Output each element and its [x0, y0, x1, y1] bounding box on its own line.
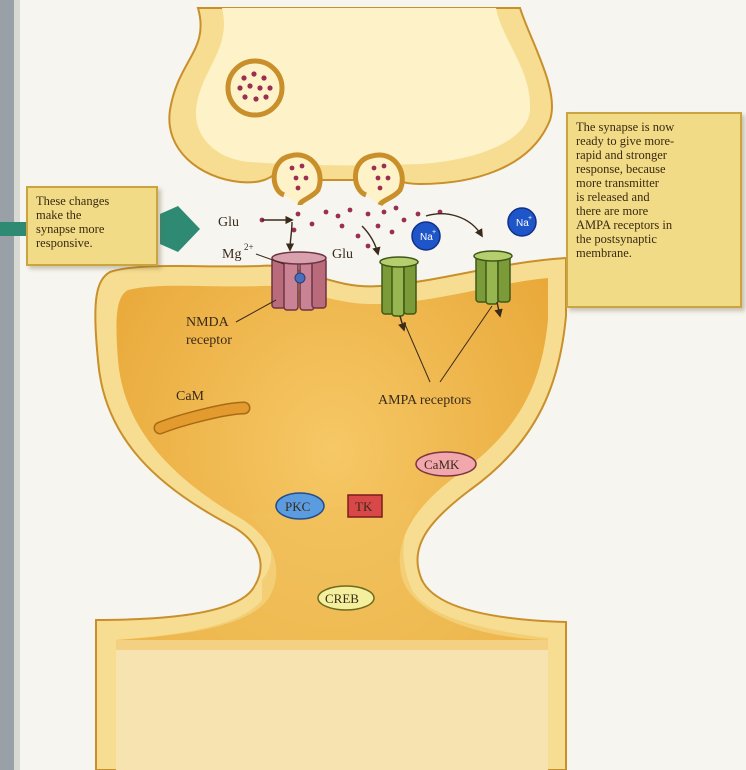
ampa-receptor-left: [380, 257, 418, 316]
mg-label: Mg: [222, 247, 241, 262]
left-note-box: These changes make the synapse more resp…: [26, 186, 158, 266]
tk-badge: TK: [348, 495, 382, 517]
svg-text:+: +: [432, 229, 436, 236]
glu-label-left: Glu: [218, 215, 239, 230]
svg-text:CaMK: CaMK: [424, 457, 460, 472]
svg-text:+: +: [528, 215, 532, 222]
svg-text:PKC: PKC: [285, 499, 310, 514]
sodium-ion-2: Na +: [508, 208, 536, 236]
ampa-label: AMPA receptors: [378, 393, 471, 408]
left-note-line: responsive.: [36, 236, 148, 250]
nmda-label-line2: receptor: [186, 333, 232, 348]
page-edge: [0, 0, 14, 770]
ampa-receptor-right: [474, 251, 512, 304]
right-note-line: response, because: [576, 162, 732, 176]
right-note-line: more transmitter: [576, 176, 732, 190]
left-note-line: make the: [36, 208, 148, 222]
synaptic-vesicle: [228, 61, 282, 115]
camk-badge: CaMK: [416, 452, 476, 476]
right-note-line: there are more: [576, 204, 732, 218]
right-note-line: ready to give more-: [576, 134, 732, 148]
left-note-line: These changes: [36, 194, 148, 208]
mg-charge-label: 2+: [244, 242, 254, 252]
right-note-line: membrane.: [576, 246, 732, 260]
svg-text:CREB: CREB: [325, 591, 359, 606]
creb-badge: CREB: [318, 586, 374, 610]
svg-text:TK: TK: [355, 499, 373, 514]
presynaptic-terminal: [169, 8, 552, 205]
glu-label-center: Glu: [332, 247, 353, 262]
sodium-ion-1: Na +: [412, 222, 440, 250]
right-note-line: rapid and stronger: [576, 148, 732, 162]
nmda-label-line1: NMDA: [186, 315, 230, 330]
left-note-line: synapse more: [36, 222, 148, 236]
right-note-box: The synapse is now ready to give more- r…: [566, 112, 742, 308]
right-note-line: The synapse is now: [576, 120, 732, 134]
right-note-line: AMPA receptors in: [576, 218, 732, 232]
right-note-line: is released and: [576, 190, 732, 204]
cam-label: CaM: [176, 389, 205, 404]
right-note-line: the postsynaptic: [576, 232, 732, 246]
pkc-badge: PKC: [276, 493, 324, 519]
